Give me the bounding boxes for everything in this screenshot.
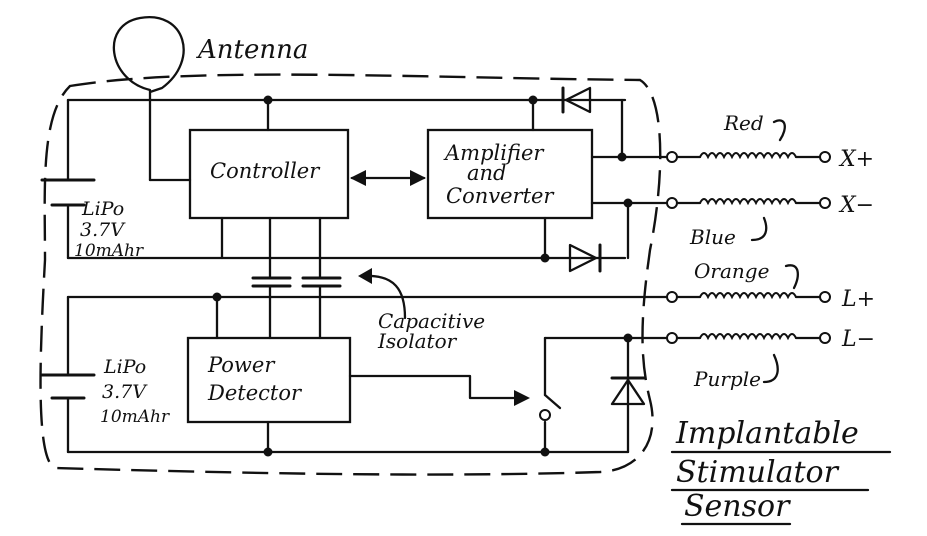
power-detector-block [186,336,352,424]
blue-pointer [750,216,768,242]
battery-top-label-2: 3.7V [80,219,126,241]
isolator-label-1: Capacitive [378,309,485,333]
power-label: Power [207,353,276,377]
controller-block [188,128,350,220]
upper-circuit-wiring [66,98,670,280]
junction-dots-upper [263,95,633,263]
wire-label-blue: Blue [689,225,736,249]
lead-lplus [666,291,831,303]
amplifier-and-label: and [467,161,507,185]
terminal-lminus: L− [841,327,875,352]
isolator-label-2: Isolator [377,329,458,353]
converter-label: Converter [446,184,555,208]
amplifier-label: Amplifier [443,141,545,165]
lower-circuit-wiring [66,295,670,454]
battery-bottom-label-2: 3.7V [102,381,148,403]
power-detector-signal-arrow [348,374,530,406]
amplifier-converter-block [426,128,594,220]
lead-xminus [666,197,831,209]
terminal-xminus: X− [838,193,874,218]
antenna-label: Antenna [196,35,308,65]
wire-label-purple: Purple [693,367,761,391]
controller-label: Controller [210,159,321,183]
junction-dots-lower [212,292,633,457]
wire-label-orange: Orange [694,259,769,283]
implant-enclosure-outline [39,73,662,476]
battery-bottom-label-1: LiPo [103,356,146,378]
terminal-lplus: L+ [841,287,875,312]
battery-bottom-symbol [40,373,96,400]
title-line-2: Stimulator [676,455,840,490]
capacitive-isolator [251,276,342,340]
bidirectional-arrow [350,170,426,186]
battery-top-symbol [40,178,96,207]
isolator-pointer-arrow [358,268,407,320]
terminal-xplus: X+ [838,147,874,172]
lead-lminus [666,332,831,344]
switch [539,393,562,421]
battery-top-label-3: 10mAhr [74,241,144,261]
diode-bottom [568,243,602,273]
diode-vertical [610,376,646,406]
orange-pointer [784,264,799,290]
purple-pointer [762,353,779,384]
title-line-3: Sensor [684,489,791,524]
detector-label: Detector [207,381,303,405]
battery-top-label-1: LiPo [81,198,124,220]
diode-top [561,86,592,114]
antenna [112,16,185,182]
lead-xplus [666,151,831,163]
title-line-1: Implantable [675,416,859,451]
battery-bottom-label-3: 10mAhr [100,407,170,427]
wire-label-red: Red [723,111,764,135]
red-pointer [772,119,786,142]
